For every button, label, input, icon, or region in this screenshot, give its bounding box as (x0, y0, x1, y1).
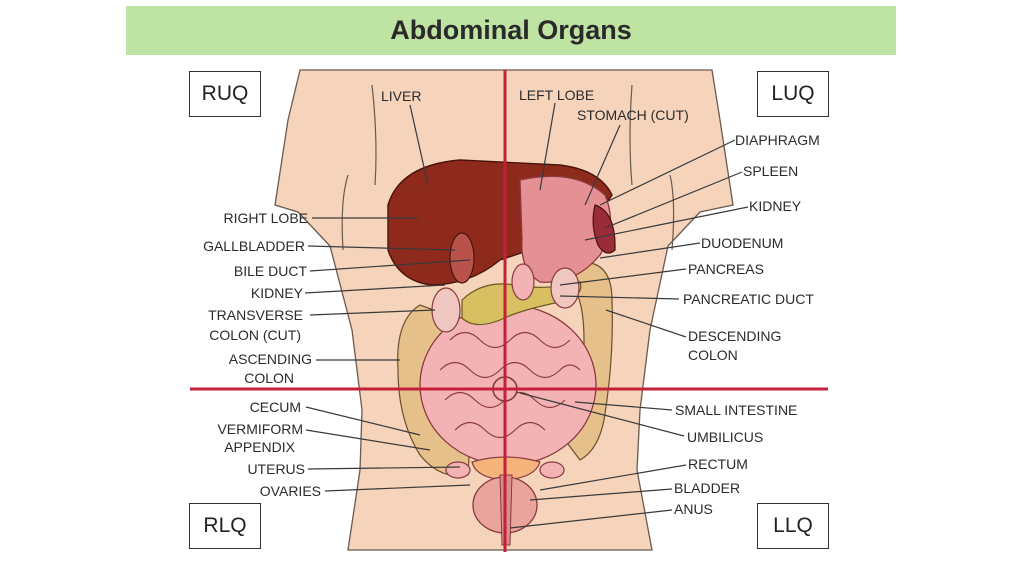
label-small-intestine: SMALL INTESTINE (675, 402, 797, 418)
label-gallbladder: GALLBLADDER (203, 238, 305, 254)
label-ascending-colon-2: COLON (244, 370, 294, 386)
label-transverse-colon-2: COLON (CUT) (209, 327, 301, 343)
quadrant-rlq-label: RLQ (203, 514, 247, 537)
label-pancreatic-duct: PANCREATIC DUCT (683, 291, 814, 307)
label-bile-duct: BILE DUCT (234, 263, 308, 279)
quadrant-ruq: RUQ (189, 71, 261, 117)
quadrant-luq: LUQ (757, 71, 829, 117)
label-kidney-right: KIDNEY (251, 285, 304, 301)
label-uterus: UTERUS (247, 461, 305, 477)
label-right-lobe: RIGHT LOBE (223, 210, 308, 226)
intestine-loops (439, 331, 581, 439)
quadrant-ruq-label: RUQ (201, 82, 249, 105)
label-appendix-2: APPENDIX (224, 439, 295, 455)
gallbladder (449, 232, 475, 284)
label-ascending-colon-1: ASCENDING (229, 351, 312, 367)
label-duodenum: DUODENUM (701, 235, 783, 251)
chest-line-left (371, 84, 377, 186)
labels: LIVER LEFT LOBE STOMACH (CUT) DIAPHRAGM … (203, 87, 820, 517)
label-appendix-1: VERMIFORM (217, 421, 303, 437)
label-anus: ANUS (674, 501, 713, 517)
kidney-left (550, 267, 580, 309)
quadrant-luq-label: LUQ (771, 82, 815, 105)
label-rectum: RECTUM (688, 456, 748, 472)
duodenum (511, 263, 535, 301)
quadrant-llq: LLQ (757, 503, 829, 549)
label-umbilicus: UMBILICUS (687, 429, 763, 445)
label-descending-colon-2: COLON (688, 347, 738, 363)
page-title: Abdominal Organs (390, 15, 632, 45)
label-pancreas: PANCREAS (688, 261, 764, 277)
chest-line-right (629, 84, 633, 186)
kidney-right (431, 287, 461, 333)
label-descending-colon-1: DESCENDING (688, 328, 781, 344)
quadrant-rlq: RLQ (189, 503, 261, 549)
label-bladder: BLADDER (674, 480, 740, 496)
label-liver: LIVER (381, 88, 421, 104)
label-stomach-cut: STOMACH (CUT) (577, 107, 689, 123)
left-arm (341, 174, 349, 251)
title-bar: Abdominal Organs (126, 6, 896, 55)
label-transverse-colon-1: TRANSVERSE (208, 307, 303, 323)
label-ovaries: OVARIES (260, 483, 321, 499)
right-arm (669, 174, 675, 251)
ovary-left (539, 461, 565, 479)
label-spleen: SPLEEN (743, 163, 798, 179)
label-diaphragm: DIAPHRAGM (735, 132, 820, 148)
leader-lines (304, 102, 749, 529)
label-kidney-left: KIDNEY (749, 198, 802, 214)
quadrant-llq-label: LLQ (773, 514, 813, 537)
label-cecum: CECUM (250, 399, 301, 415)
label-left-lobe: LEFT LOBE (519, 87, 594, 103)
ovary-right (445, 461, 471, 479)
spleen (592, 204, 616, 254)
